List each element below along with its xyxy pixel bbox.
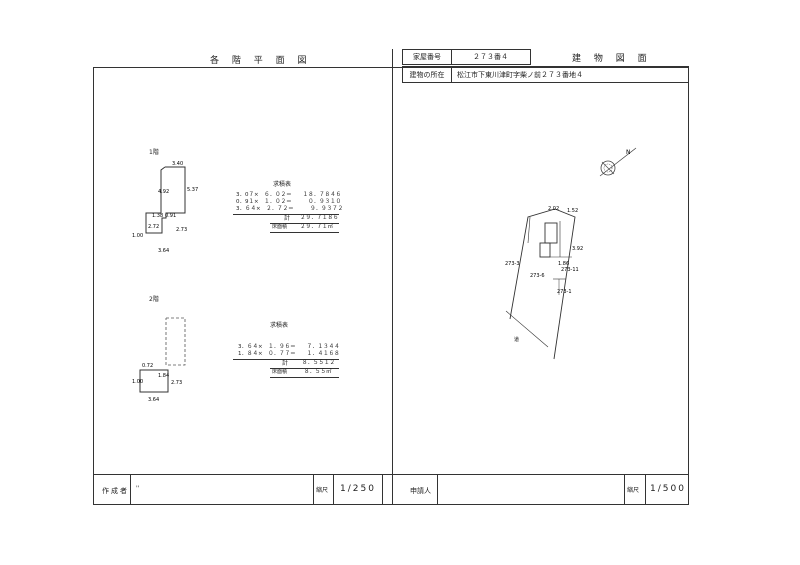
creator-divider — [130, 474, 132, 505]
floor2-area-label: 床面積 — [272, 369, 288, 375]
scale-right-label: 縮尺 — [627, 487, 640, 494]
floor1-area-rule — [270, 223, 339, 224]
location-text: 松江市下東川津町字柴ノ前２７３番地４ — [457, 70, 583, 79]
scale-right-value: 1/500 — [650, 484, 686, 494]
floor1-calc-row: 0．9１× １．０２＝ ０．９３１０ — [236, 199, 342, 205]
footer-divider — [93, 474, 689, 476]
floor1-dim-d: 2.73 — [176, 227, 187, 233]
scale-left-divider — [333, 474, 335, 505]
floor1-dim-bottom: 3.64 — [158, 248, 169, 254]
site-dim-c: 3.92 — [572, 246, 583, 252]
floor1-sum-label: 計 — [284, 215, 291, 222]
floor1-calc-row: 3．６４× ２．７２＝ ９．９３７２ — [236, 206, 344, 212]
floor1-dim-left: 4.92 — [158, 189, 169, 195]
scale-left-label: 縮尺 — [316, 487, 329, 494]
applicant-divider — [437, 474, 439, 505]
site-plan: 2.02 1.52 3.92 1.86 273-3 273-6 273-11 2… — [505, 206, 583, 360]
floor2-area-value: ８．５５㎡ — [304, 369, 332, 375]
floor1-calc-title: 求積表 — [273, 181, 292, 188]
floor1-dim-b: 0.91 — [165, 213, 176, 219]
floor2-sum-value: ８．５５１２ — [302, 360, 336, 366]
floor1-area-label: 床面積 — [272, 224, 288, 230]
lot-273-6: 273-6 — [530, 273, 545, 279]
house-number-value: ２７３番４ — [451, 49, 531, 65]
floor1-dim-e: 1.00 — [132, 233, 143, 239]
floor2-calc-rule — [233, 359, 339, 360]
lot-273-1: 273-1 — [557, 289, 572, 295]
floor2-dim-bottom: 3.64 — [148, 397, 159, 403]
creator-label: 作成者 — [102, 487, 129, 495]
lot-273-11: 273-11 — [561, 267, 579, 273]
scale-right-box — [624, 474, 689, 505]
center-divider — [392, 49, 394, 505]
floor-plan-title: 各 階 平 面 図 — [210, 56, 312, 66]
floor1-calc-rule — [233, 214, 339, 215]
floor2-label: 2階 — [149, 296, 159, 303]
creator-value: '' — [136, 485, 140, 492]
floor2-plan: 0.72 1.84 1.00 2.73 3.64 — [132, 317, 186, 403]
site-dim-b: 1.52 — [567, 208, 578, 214]
floor2-dim-b: 1.84 — [158, 373, 169, 379]
house-number-label: 家屋番号 — [402, 49, 452, 65]
floor1-calc-row: 3．0７× ６．０２＝ １８．７８４６ — [236, 192, 342, 198]
site-dim-d: 1.86 — [558, 261, 569, 267]
scale-left-value: 1/250 — [340, 484, 376, 494]
applicant-label: 申請人 — [410, 487, 431, 495]
floor2-dim-d: 2.73 — [171, 380, 182, 386]
building-plan-title: 建 物 図 面 — [572, 54, 652, 64]
floor1-dim-right: 5.37 — [187, 187, 198, 193]
floor1-plan: 3.40 4.92 5.37 1.38 0.91 2.72 2.73 1.00 … — [132, 161, 198, 254]
site-dim-a: 2.02 — [548, 206, 559, 212]
lot-273-3: 273-3 — [505, 261, 520, 267]
location-label: 建物の所在 — [402, 66, 452, 83]
road-label: 道 — [514, 336, 519, 343]
floor2-dim-a: 0.72 — [142, 363, 153, 369]
scale-right-divider — [645, 474, 647, 505]
floor2-area-underline — [270, 377, 339, 378]
floor2-area-rule — [270, 368, 339, 369]
floor2-calc-row: 1．８４× ０．７７＝ １．４１６８ — [238, 351, 340, 357]
floor1-dim-a: 1.38 — [152, 213, 163, 219]
floor1-area-underline — [270, 232, 339, 233]
floor2-sum-label: 計 — [282, 360, 289, 367]
floor1-dim-top: 3.40 — [172, 161, 183, 167]
drawing-frame — [93, 67, 689, 505]
floor2-calc-row: 3．６４× １．９６＝ ７．１３４４ — [238, 344, 340, 350]
floor1-sum-value: ２９．７１８６ — [300, 215, 339, 221]
floor1-label: 1階 — [149, 149, 159, 156]
floor1-dim-c: 2.72 — [148, 224, 159, 230]
floor2-dim-c: 1.00 — [132, 379, 143, 385]
floor2-calc-title: 求積表 — [270, 322, 289, 329]
scale-left-box — [313, 474, 383, 505]
floor1-area-value: ２９．７１㎡ — [300, 224, 334, 230]
north-label: N — [626, 149, 631, 156]
north-arrow: N — [599, 147, 637, 177]
